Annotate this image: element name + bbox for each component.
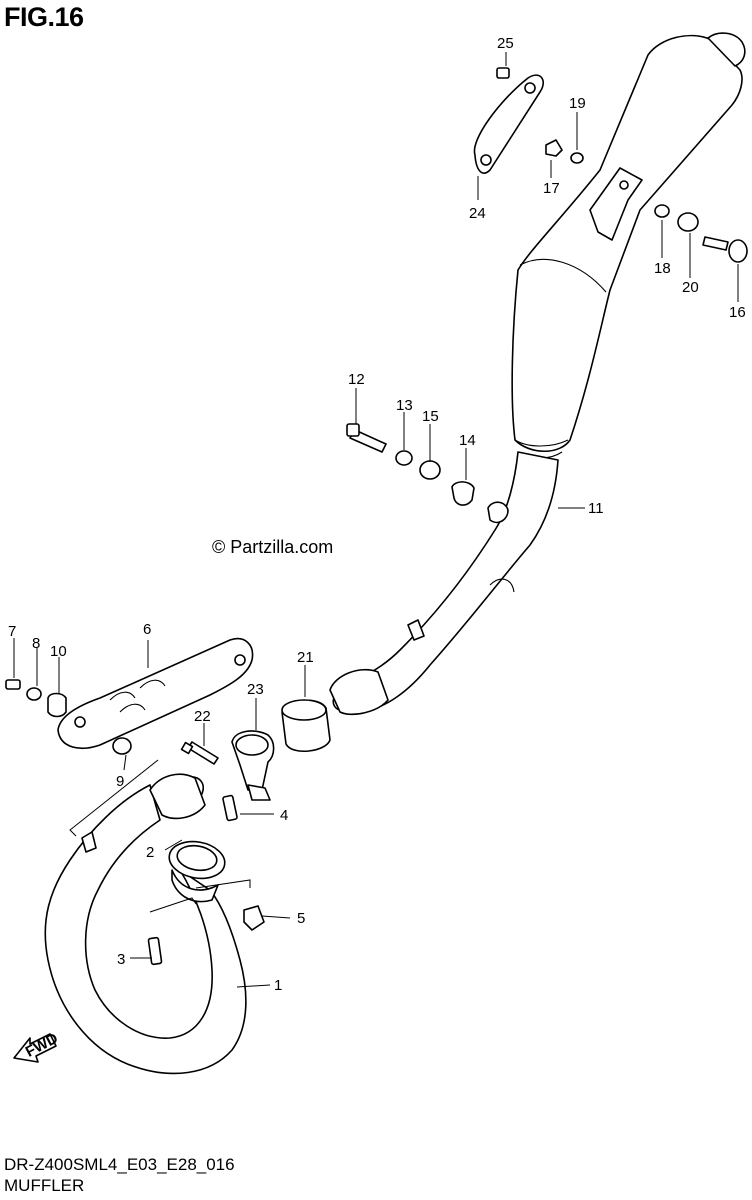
label-part-2: 2 — [146, 844, 154, 861]
fwd-label: FWD — [23, 1030, 61, 1061]
muffler-bracket — [57, 638, 254, 749]
part-labels: 1 2 3 4 5 6 7 8 9 10 11 12 13 14 15 16 1… — [8, 35, 746, 994]
watermark-text: © Partzilla.com — [212, 537, 334, 557]
label-part-10: 10 — [50, 643, 67, 660]
muffler-body — [329, 32, 746, 716]
label-part-16: 16 — [729, 304, 746, 321]
label-part-13: 13 — [396, 397, 413, 414]
label-part-14: 14 — [459, 432, 476, 449]
label-part-8: 8 — [32, 635, 40, 652]
label-part-11: 11 — [588, 500, 604, 517]
label-part-9: 9 — [116, 773, 124, 790]
leader-lines — [13, 52, 739, 988]
label-part-15: 15 — [422, 408, 439, 425]
hardware-items — [5, 67, 748, 966]
label-part-23: 23 — [247, 681, 264, 698]
label-part-3: 3 — [117, 951, 125, 968]
exhaust-header-pipe — [44, 773, 247, 1075]
label-part-17: 17 — [543, 180, 560, 197]
label-part-6: 6 — [143, 621, 151, 638]
label-part-12: 12 — [348, 371, 365, 388]
label-part-19: 19 — [569, 95, 586, 112]
figure-title: FIG.16 — [4, 2, 84, 32]
label-part-4: 4 — [280, 807, 288, 824]
diagram-name: MUFFLER — [4, 1176, 85, 1195]
gasket — [281, 699, 331, 752]
label-part-7: 7 — [8, 623, 16, 640]
label-part-18: 18 — [654, 260, 671, 277]
label-part-22: 22 — [194, 708, 211, 725]
label-part-21: 21 — [297, 649, 314, 666]
label-part-5: 5 — [297, 910, 305, 927]
forward-arrow-icon: FWD — [13, 1030, 61, 1063]
label-part-1: 1 — [274, 977, 282, 994]
label-part-25: 25 — [497, 35, 514, 52]
diagram-code: DR-Z400SML4_E03_E28_016 — [4, 1155, 235, 1174]
label-part-24: 24 — [469, 205, 486, 222]
label-part-20: 20 — [682, 279, 699, 296]
clamp-assembly — [180, 730, 275, 801]
